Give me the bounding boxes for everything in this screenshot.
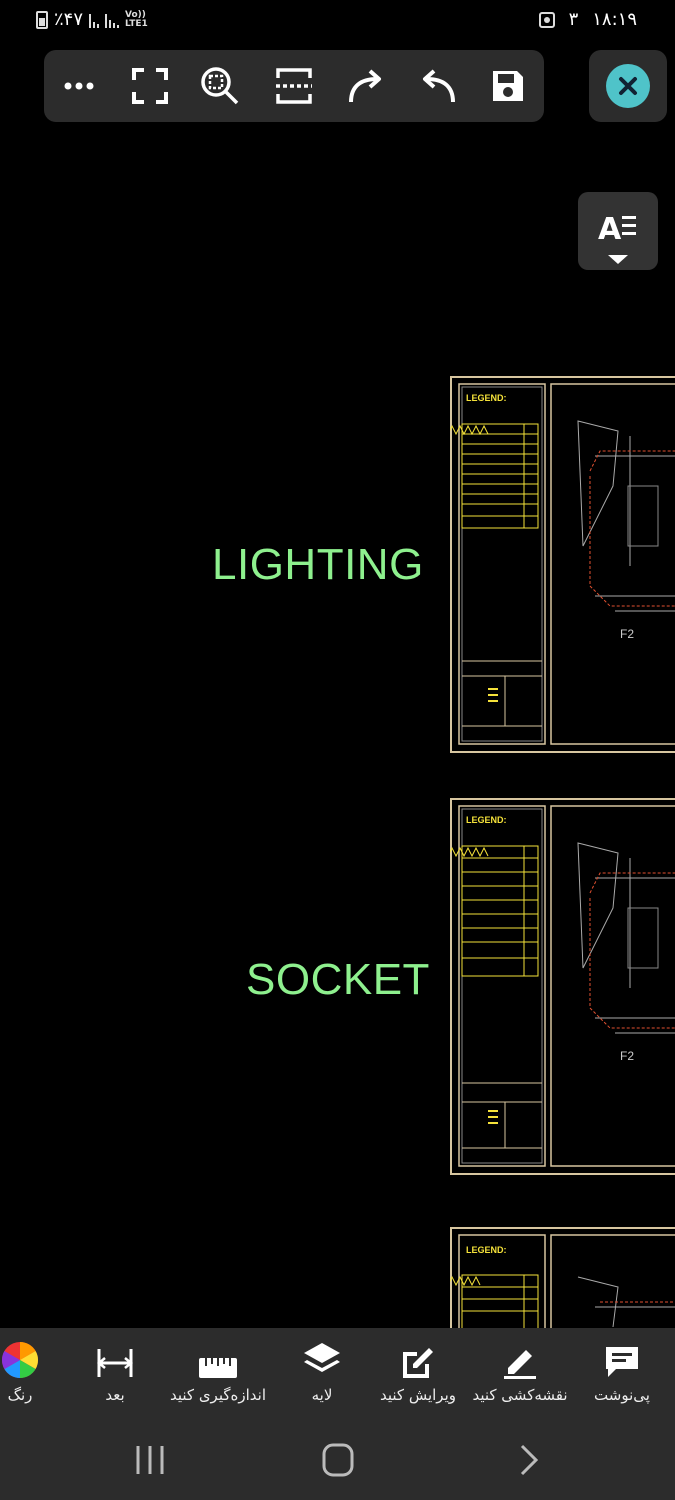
layer-button[interactable]: لایه [296, 1328, 348, 1418]
notification-icon [538, 11, 555, 28]
recent-apps-button[interactable] [130, 1442, 170, 1478]
signal-icon-2 [105, 12, 120, 28]
fullscreen-button[interactable] [125, 61, 175, 111]
split-view-button[interactable] [269, 61, 319, 111]
comment-icon [606, 1347, 638, 1377]
ruler-icon [199, 1358, 237, 1378]
close-icon [606, 64, 650, 108]
drawing-sheet-2: LEGEND: F2 [439, 798, 675, 1175]
top-toolbar [44, 50, 544, 122]
save-button[interactable] [483, 61, 533, 111]
recent-apps-icon [136, 1446, 164, 1474]
undo-icon [423, 69, 455, 103]
color-wheel-icon [1, 1342, 39, 1378]
fullscreen-icon [132, 68, 168, 104]
lte-indicator: Vo)) LTE1 [125, 9, 148, 29]
battery-icon [36, 10, 48, 29]
legend-title-2: LEGEND: [466, 815, 507, 825]
sheet-tag-1: F2 [620, 627, 634, 641]
socket-label: SOCKET [246, 955, 430, 1004]
color-label: رنگ [7, 1386, 33, 1404]
system-nav-bar [0, 1418, 675, 1500]
redo-button[interactable] [342, 61, 392, 111]
dimension-icon [97, 1349, 133, 1377]
text-format-button[interactable]: A [578, 192, 658, 270]
measure-label: اندازه‌گیری کنید [169, 1386, 266, 1404]
save-icon [493, 71, 523, 101]
drawing-sheet-3: LEGEND: [450, 1227, 675, 1328]
status-bar: ٪۴۷ Vo)) LTE1 ۳ ۱۸:۱۹ [0, 0, 675, 40]
text-format-icon: A [598, 212, 636, 264]
measure-button[interactable]: اندازه‌گیری کنید [168, 1328, 268, 1418]
edit-button[interactable]: ویرایش کنید [376, 1328, 460, 1418]
more-icon [64, 82, 94, 90]
split-view-icon [276, 68, 312, 104]
home-button[interactable] [318, 1442, 358, 1478]
edit-label: ویرایش کنید [380, 1386, 456, 1404]
zoom-extents-icon [201, 67, 239, 105]
sketch-label: نقشه‌کشی کنید [472, 1386, 568, 1404]
svg-text:A: A [598, 212, 622, 247]
layers-icon [304, 1343, 340, 1372]
status-right: ۳ ۱۸:۱۹ [538, 9, 637, 30]
pencil-icon [504, 1350, 536, 1379]
back-button[interactable] [510, 1442, 546, 1478]
redo-icon [349, 69, 381, 103]
layer-label: لایه [311, 1386, 333, 1404]
bottom-toolbar: رنگ بعد اندازه‌گیری کنید لایه ویرایش کنی… [0, 1328, 675, 1418]
undo-button[interactable] [412, 61, 462, 111]
notification-count: ۳ [568, 9, 579, 30]
dimension-button[interactable]: بعد [90, 1328, 140, 1418]
lighting-label: LIGHTING [212, 540, 424, 589]
dimension-label: بعد [105, 1386, 125, 1404]
sketch-button[interactable]: نقشه‌کشی کنید [470, 1328, 570, 1418]
zoom-extents-button[interactable] [195, 61, 245, 111]
edit-icon [403, 1348, 433, 1378]
chevron-right-icon [520, 1444, 539, 1476]
signal-icon [89, 12, 100, 28]
note-label: پی‌نوشت [594, 1386, 650, 1404]
sheet-tag-2: F2 [620, 1049, 634, 1063]
legend-title-3: LEGEND: [466, 1245, 507, 1255]
clock: ۱۸:۱۹ [592, 9, 637, 30]
status-left: ٪۴۷ Vo)) LTE1 [36, 9, 151, 30]
note-button[interactable]: پی‌نوشت [588, 1328, 656, 1418]
close-button[interactable] [589, 50, 667, 122]
legend-title-1: LEGEND: [466, 393, 507, 403]
more-button[interactable] [54, 61, 104, 111]
color-button[interactable]: رنگ [0, 1328, 40, 1418]
battery-level: ٪۴۷ [54, 9, 84, 30]
drawing-sheet-1: LEGEND: F2 [439, 376, 675, 753]
home-icon [322, 1443, 354, 1477]
